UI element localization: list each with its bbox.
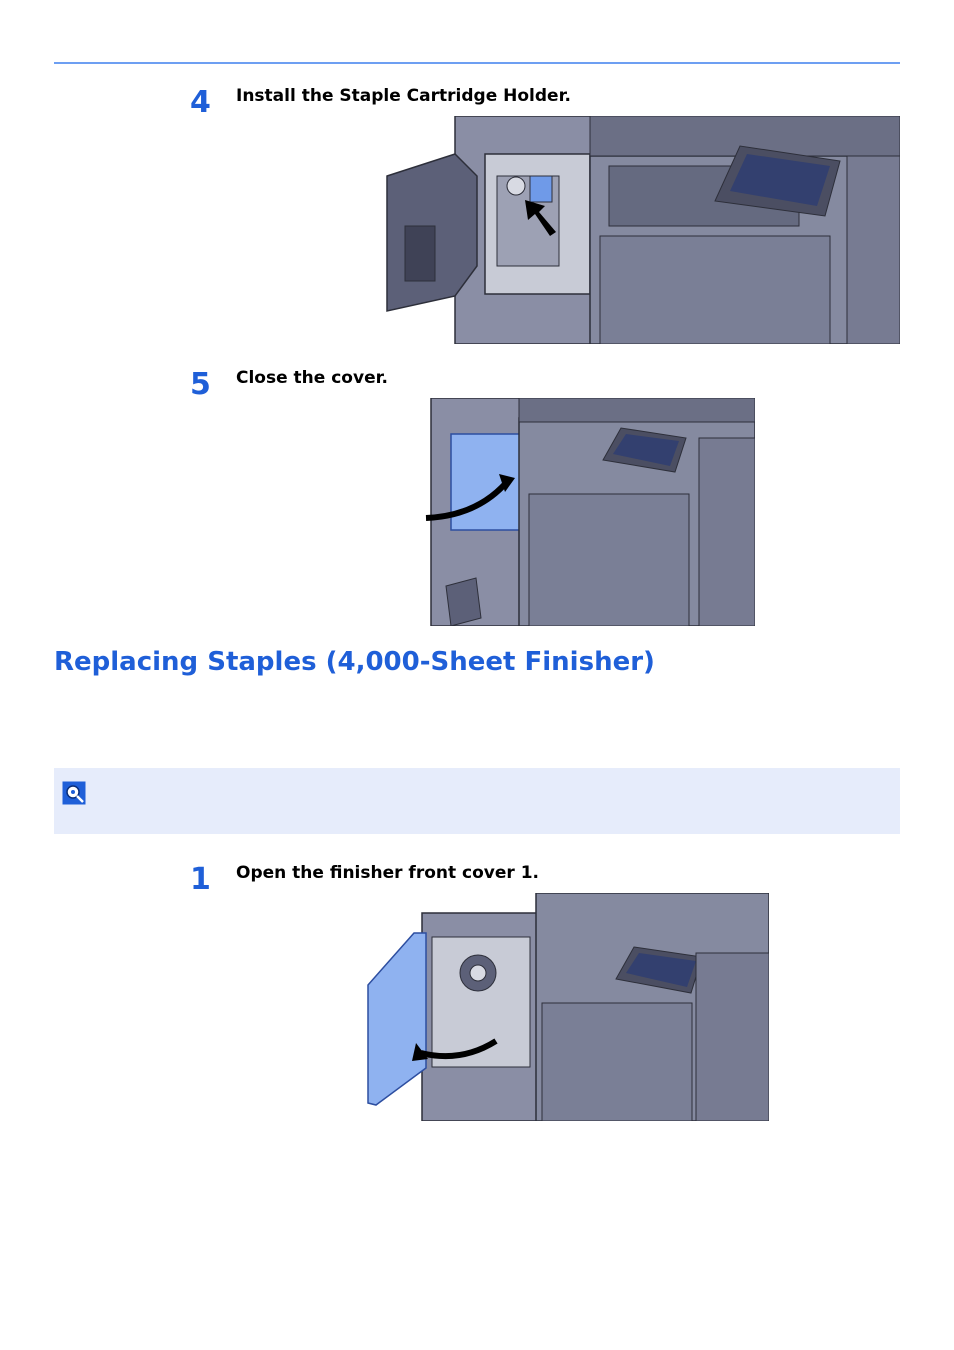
note-box bbox=[54, 768, 900, 834]
step-number: 1 bbox=[190, 862, 211, 897]
step-instruction: Close the cover. bbox=[236, 368, 389, 388]
header-rule bbox=[54, 62, 900, 64]
open-finisher-cover-illustration bbox=[366, 893, 769, 1121]
close-cover-illustration bbox=[381, 398, 755, 626]
note-icon bbox=[62, 781, 86, 805]
install-holder-illustration bbox=[385, 116, 900, 344]
section-title: Replacing Staples (4,000-Sheet Finisher) bbox=[54, 647, 655, 677]
step-instruction: Open the finisher front cover 1. bbox=[236, 863, 539, 883]
step-instruction: Install the Staple Cartridge Holder. bbox=[236, 86, 571, 106]
step-number: 5 bbox=[190, 367, 211, 402]
step-number: 4 bbox=[190, 85, 211, 120]
